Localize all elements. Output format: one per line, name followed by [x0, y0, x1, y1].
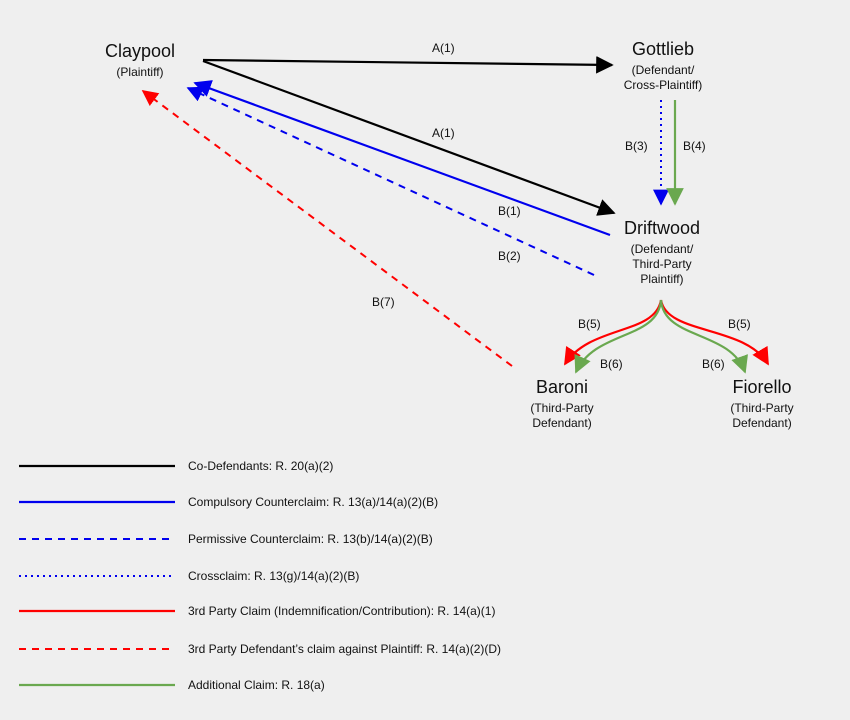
legend-label-crossclaim: Crossclaim: R. 13(g)/14(a)(2)(B): [188, 569, 359, 583]
legend-item-compulsory: Compulsory Counterclaim: R. 13(a)/14(a)(…: [19, 495, 438, 509]
edge-label-b6-right: B(6): [702, 357, 725, 371]
edge-b6-driftwood-baroni: [574, 299, 663, 374]
legend-label-co-defendants: Co-Defendants: R. 20(a)(2): [188, 459, 333, 473]
legend: Co-Defendants: R. 20(a)(2) Compulsory Co…: [19, 459, 501, 692]
edge-b6-driftwood-fiorello: [659, 299, 748, 374]
edge-label-b2: B(2): [498, 249, 521, 263]
party-role-driftwood-line3: Plaintiff): [640, 272, 683, 286]
party-claypool: Claypool (Plaintiff): [105, 41, 175, 79]
legend-label-compulsory: Compulsory Counterclaim: R. 13(a)/14(a)(…: [188, 495, 438, 509]
legend-item-third-party-vs-plaintiff: 3rd Party Defendant’s claim against Plai…: [19, 642, 501, 656]
legend-label-permissive: Permissive Counterclaim: R. 13(b)/14(a)(…: [188, 532, 433, 546]
edge-label-b1: B(1): [498, 204, 521, 218]
edge-label-b6-left: B(6): [600, 357, 623, 371]
edge-b7-third-party-vs-plaintiff: [141, 90, 513, 367]
party-role-gottlieb-line1: (Defendant/: [632, 63, 695, 77]
edge-label-b3: B(3): [625, 139, 648, 153]
legend-label-additional-claim: Additional Claim: R. 18(a): [188, 678, 325, 692]
legend-item-co-defendants: Co-Defendants: R. 20(a)(2): [19, 459, 333, 473]
party-baroni: Baroni (Third-Party Defendant): [530, 377, 593, 430]
legend-label-third-party-claim: 3rd Party Claim (Indemnification/Contrib…: [188, 604, 495, 618]
edge-b2-permissive: [186, 86, 595, 276]
edge-label-b5-left: B(5): [578, 317, 601, 331]
party-name-fiorello: Fiorello: [732, 377, 791, 397]
party-role-baroni-line2: Defendant): [532, 416, 591, 430]
legend-item-crossclaim: Crossclaim: R. 13(g)/14(a)(2)(B): [19, 569, 359, 583]
party-name-baroni: Baroni: [536, 377, 588, 397]
party-role-fiorello-line2: Defendant): [732, 416, 791, 430]
party-role-claypool: (Plaintiff): [116, 65, 163, 79]
edge-a1-claypool-driftwood: [202, 59, 616, 216]
edge-b5-driftwood-fiorello: [659, 299, 769, 366]
party-name-gottlieb: Gottlieb: [632, 39, 694, 59]
edge-label-b5-right: B(5): [728, 317, 751, 331]
party-name-claypool: Claypool: [105, 41, 175, 61]
edge-b1-compulsory: [193, 80, 611, 237]
party-role-gottlieb-line2: Cross-Plaintiff): [624, 78, 702, 92]
party-role-baroni-line1: (Third-Party: [530, 401, 593, 415]
party-role-driftwood-line2: Third-Party: [632, 257, 691, 271]
legend-item-third-party-claim: 3rd Party Claim (Indemnification/Contrib…: [19, 604, 495, 618]
party-name-driftwood: Driftwood: [624, 218, 700, 238]
legend-item-permissive: Permissive Counterclaim: R. 13(b)/14(a)(…: [19, 532, 433, 546]
edge-label-b7: B(7): [372, 295, 395, 309]
edge-label-a1-diag: A(1): [432, 126, 455, 140]
edge-label-a1-top: A(1): [432, 41, 455, 55]
party-fiorello: Fiorello (Third-Party Defendant): [730, 377, 793, 430]
party-role-driftwood-line1: (Defendant/: [631, 242, 694, 256]
edge-label-b4: B(4): [683, 139, 706, 153]
edge-b5-driftwood-baroni: [564, 299, 663, 366]
legend-item-additional-claim: Additional Claim: R. 18(a): [19, 678, 325, 692]
party-gottlieb: Gottlieb (Defendant/ Cross-Plaintiff): [624, 39, 702, 92]
edge-a1-claypool-gottlieb: [202, 56, 614, 74]
party-driftwood: Driftwood (Defendant/ Third-Party Plaint…: [624, 218, 700, 286]
legend-label-third-party-vs-plaintiff: 3rd Party Defendant’s claim against Plai…: [188, 642, 501, 656]
party-role-fiorello-line1: (Third-Party: [730, 401, 793, 415]
